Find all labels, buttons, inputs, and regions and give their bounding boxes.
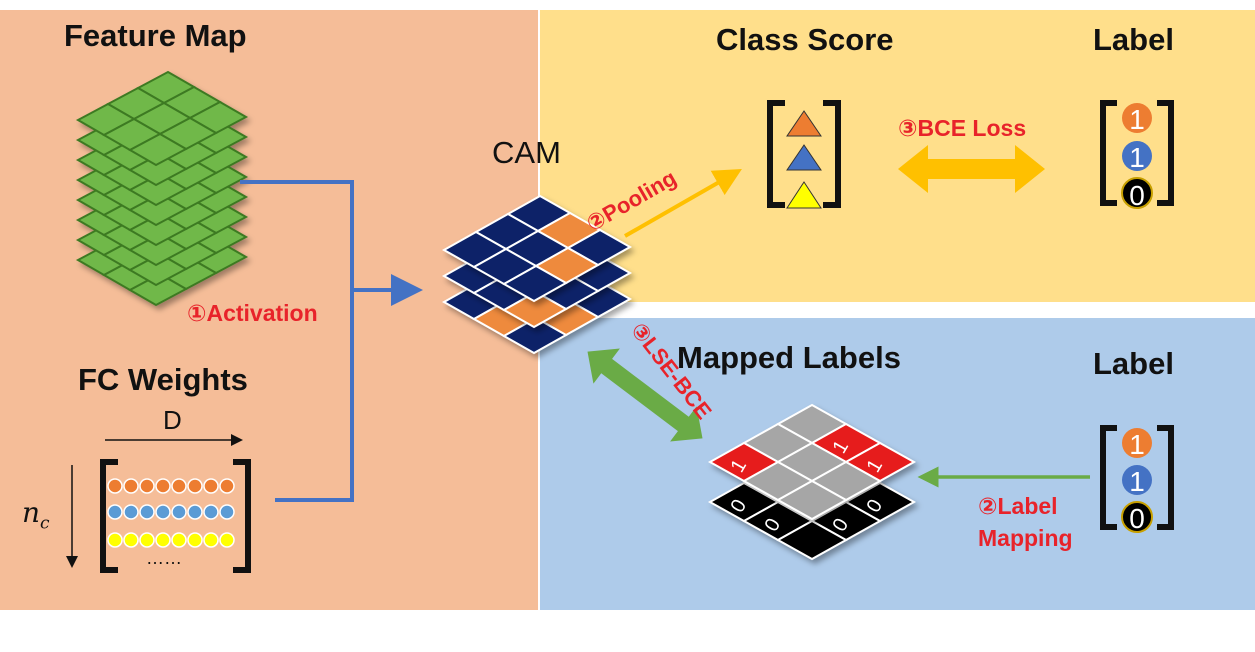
blue-triangle-icon [786, 144, 822, 171]
feature-map-layer-cell [127, 132, 189, 167]
left-panel [0, 10, 538, 610]
bce-loss-arrow [898, 145, 1045, 193]
fc-weight-dot [123, 478, 139, 494]
feature-map-layer-cell [127, 252, 189, 287]
orange-triangle-icon [786, 110, 822, 137]
fc-weight-dot [155, 504, 171, 520]
fc-weight-dot [107, 504, 123, 520]
mapped-zero-layer-cell [775, 519, 849, 561]
class-score-vector [767, 100, 841, 209]
mapped-label-layer-cell [775, 479, 849, 521]
cam-layer-cell [501, 316, 569, 355]
fc-rows-label-base: n [22, 496, 41, 529]
cam-title: CAM [492, 135, 561, 170]
fc-weight-dot [219, 504, 235, 520]
fc-weights-title: FC Weights [78, 362, 248, 397]
label-bottom-title: Label [1093, 346, 1174, 381]
fc-weight-dot [155, 478, 171, 494]
label-bottom-value-1: 1 [1129, 429, 1145, 460]
lse-bce-arrow [587, 348, 703, 442]
feature-map-layer-cell [127, 192, 189, 227]
mapped-labels-title: Mapped Labels [677, 340, 901, 375]
feature-map-layer-cell [127, 172, 189, 207]
mapped-label-layer: 111 [707, 403, 917, 521]
feature-map-layer-cell [127, 152, 189, 187]
fc-weight-dot [187, 478, 203, 494]
label-top-value-1: 1 [1129, 104, 1145, 135]
label-top-value-2: 1 [1129, 142, 1145, 173]
fc-weight-dot [171, 504, 187, 520]
label-top-value-3: 0 [1129, 180, 1145, 211]
pooling-label: ②Pooling [582, 165, 680, 236]
fc-weight-dot [171, 532, 187, 548]
fc-ellipsis: …… [146, 548, 182, 568]
yellow-triangle-icon [786, 181, 822, 209]
label-top-title: Label [1093, 22, 1174, 57]
fc-weight-dot [139, 504, 155, 520]
label-vector-bottom: 1 1 0 [1100, 425, 1174, 534]
label-mapping-label: ②Label Mapping [978, 490, 1073, 554]
cam-layer-cell [501, 264, 569, 303]
cam-grid-stack [441, 194, 633, 355]
fc-weight-dot [155, 532, 171, 548]
fc-weight-dot [219, 478, 235, 494]
fc-weight-dot [203, 478, 219, 494]
fc-weight-dot [187, 504, 203, 520]
fc-weight-dot [203, 504, 219, 520]
feature-map-layer-cell [127, 212, 189, 247]
label-vector-top: 1 1 0 [1100, 100, 1174, 211]
fc-weight-dot [139, 532, 155, 548]
feature-map-stack-icon [75, 70, 249, 307]
fc-weight-dot [203, 532, 219, 548]
feature-map-layer-cell [127, 232, 189, 267]
class-score-title: Class Score [716, 22, 894, 57]
fc-weight-dot [171, 478, 187, 494]
fc-rows-label: nc [22, 496, 50, 534]
fc-weights-matrix [66, 434, 251, 573]
label-bottom-value-3: 0 [1129, 503, 1145, 534]
activation-label: ①Activation [187, 300, 318, 326]
label-mapping-line1: ②Label [978, 493, 1058, 519]
feature-map-layer-cell [127, 272, 189, 307]
cam-layer [441, 194, 633, 303]
fc-weight-dot [139, 478, 155, 494]
feature-map-layer [75, 70, 249, 167]
fc-weight-dot [219, 532, 235, 548]
label-mapping-line2: Mapping [978, 525, 1073, 551]
activation-connector [240, 180, 423, 502]
pooling-arrow [624, 169, 742, 238]
fc-weight-dot [123, 504, 139, 520]
fc-rows-label-sub: c [40, 513, 50, 534]
fc-weight-dot [187, 532, 203, 548]
label-bottom-value-2: 1 [1129, 466, 1145, 497]
fc-dim-label: D [163, 405, 182, 435]
fc-weight-dot [107, 478, 123, 494]
feature-map-title: Feature Map [64, 18, 247, 53]
cam-layer-cell [501, 290, 569, 329]
bce-loss-label: ③BCE Loss [898, 115, 1027, 141]
fc-weight-dot [107, 532, 123, 548]
fc-weight-dot [123, 532, 139, 548]
